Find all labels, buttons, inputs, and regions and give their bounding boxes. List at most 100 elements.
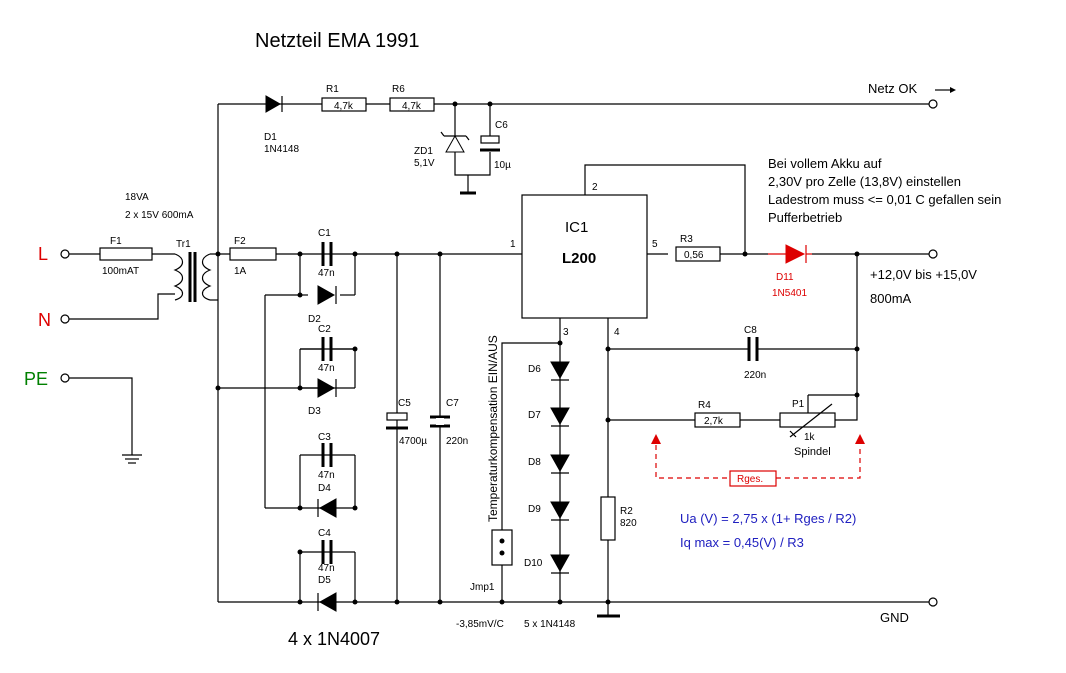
- ic-pin-2: 2: [592, 182, 598, 193]
- capacitor-c2: C2 47n: [300, 324, 355, 374]
- capacitor-c8: C8 220n: [740, 325, 770, 381]
- d11-type: 1N5401: [772, 288, 807, 299]
- diode-d4: D4: [317, 483, 337, 518]
- d7-ref: D7: [528, 410, 541, 421]
- c1-ref: C1: [318, 228, 331, 239]
- p1-ref: P1: [792, 399, 805, 410]
- r6-ref: R6: [392, 84, 405, 95]
- ic-pin-5: 5: [652, 239, 658, 250]
- d4-ref: D4: [318, 483, 331, 494]
- c4-value: 47n: [318, 563, 335, 574]
- zener-zd1: ZD1 5,1V: [414, 128, 476, 195]
- r2-ref: R2: [620, 506, 633, 517]
- c3-ref: C3: [318, 432, 331, 443]
- note-line-4: Pufferbetrieb: [768, 210, 842, 225]
- r1-value: 4,7k: [334, 101, 354, 112]
- resistor-r1: R1 4,7k: [321, 84, 367, 112]
- gnd-label: GND: [880, 610, 909, 625]
- formulas: Ua (V) = 2,75 x (1+ Rges / R2) Iq max = …: [680, 511, 856, 550]
- c5-value: 4700µ: [399, 436, 427, 447]
- tr1-spec: 2 x 15V 600mA: [125, 210, 194, 221]
- c2-ref: C2: [318, 324, 331, 335]
- c7-value: 220n: [446, 436, 468, 447]
- c7-ref: C7: [446, 398, 459, 409]
- diagram-title: Netzteil EMA 1991: [255, 30, 420, 52]
- diode-d8: D8: [528, 454, 570, 474]
- c2-value: 47n: [318, 363, 335, 374]
- resistor-r2: R2 820: [600, 496, 637, 541]
- formula-iq: Iq max = 0,45(V) / R3: [680, 535, 804, 550]
- resistor-r6: R6 4,7k: [389, 84, 435, 112]
- capacitor-c5: C5 4700µ: [386, 398, 427, 447]
- r1-ref: R1: [326, 84, 339, 95]
- c4-ref: C4: [318, 528, 331, 539]
- ic-l200: IC1 L200 1 2 3 4 5: [510, 182, 658, 338]
- r3-ref: R3: [680, 234, 693, 245]
- f1-value: 100mAT: [102, 266, 139, 277]
- rges-annotation: Rges.: [651, 434, 865, 487]
- r4-ref: R4: [698, 400, 711, 411]
- d11-ref: D11: [776, 272, 794, 283]
- jmp1-ref: Jmp1: [470, 582, 495, 593]
- d5-ref: D5: [318, 575, 331, 586]
- p1-note: Spindel: [794, 446, 831, 458]
- tc-diode-type: 5 x 1N4148: [524, 619, 576, 630]
- ic-ref: IC1: [565, 219, 588, 236]
- c6-ref: C6: [495, 120, 508, 131]
- tr1-rating: 18VA: [125, 192, 149, 203]
- netz-ok-label: Netz OK: [868, 81, 917, 96]
- terminal-gnd: GND: [880, 597, 938, 625]
- jmp1-coef: -3,85mV/C: [456, 619, 504, 630]
- c8-value: 220n: [744, 370, 766, 381]
- r3-value: 0,56: [684, 250, 704, 261]
- diode-d6: D6: [528, 361, 570, 381]
- note-line-3: Ladestrom muss <= 0,01 C gefallen sein: [768, 192, 1001, 207]
- p1-value: 1k: [804, 432, 816, 443]
- potentiometer-p1: P1 1k Spindel: [779, 395, 836, 458]
- note-line-2: 2,30V pro Zelle (13,8V) einstellen: [768, 174, 961, 189]
- transformer-tr1: Tr1 18VA 2 x 15V 600mA: [125, 192, 218, 302]
- formula-ua: Ua (V) = 2,75 x (1+ Rges / R2): [680, 511, 856, 526]
- fuse-f2: F2 1A: [229, 236, 277, 277]
- d10-ref: D10: [524, 558, 543, 569]
- diode-d3: D3: [300, 378, 337, 417]
- note-line-1: Bei vollem Akku auf: [768, 156, 882, 171]
- f2-ref: F2: [234, 236, 246, 247]
- fuse-f1: F1 100mAT: [99, 236, 153, 277]
- d8-ref: D8: [528, 457, 541, 468]
- zd1-ref: ZD1: [414, 146, 433, 157]
- r2-value: 820: [620, 518, 637, 529]
- output-voltage: +12,0V bis +15,0V: [870, 267, 977, 282]
- zd1-type: 5,1V: [414, 158, 435, 169]
- c6-value: 10µ: [494, 160, 511, 171]
- ic-pin-1: 1: [510, 239, 516, 250]
- jmp1-label: Temperaturkompensation EIN/AUS: [486, 335, 500, 522]
- d2-ref: D2: [308, 314, 321, 325]
- charging-notes: Bei vollem Akku auf 2,30V pro Zelle (13,…: [768, 156, 1001, 225]
- c5-ref: C5: [398, 398, 411, 409]
- terminal-output: [928, 249, 938, 259]
- terminal-n: N: [38, 310, 70, 330]
- resistor-r3: R3 0,56: [675, 234, 721, 262]
- d6-ref: D6: [528, 364, 541, 375]
- bridge-type-label: 4 x 1N4007: [288, 629, 380, 649]
- terminal-n-label: N: [38, 310, 51, 330]
- jumper-jmp1: Jmp1 Temperaturkompensation EIN/AUS -3,8…: [456, 335, 513, 630]
- d1-ref: D1: [264, 132, 277, 143]
- junction-dots: [215, 101, 860, 605]
- terminal-l: L: [38, 244, 70, 264]
- diode-d1: D1 1N4148: [264, 95, 299, 155]
- f2-value: 1A: [234, 266, 247, 277]
- capacitor-c4: C4 47n: [318, 528, 335, 574]
- capacitor-c3: C3 47n: [318, 432, 335, 481]
- capacitor-c7: C7 220n: [430, 398, 468, 447]
- c8-ref: C8: [744, 325, 757, 336]
- diode-d2: D2: [308, 285, 337, 325]
- ic-pin-3: 3: [563, 327, 569, 338]
- resistor-r4: R4 2,7k: [694, 400, 741, 428]
- r4-value: 2,7k: [704, 416, 724, 427]
- tr1-ref: Tr1: [176, 239, 191, 250]
- capacitor-c1: C1 47n: [318, 228, 335, 279]
- rges-label: Rges.: [737, 474, 763, 485]
